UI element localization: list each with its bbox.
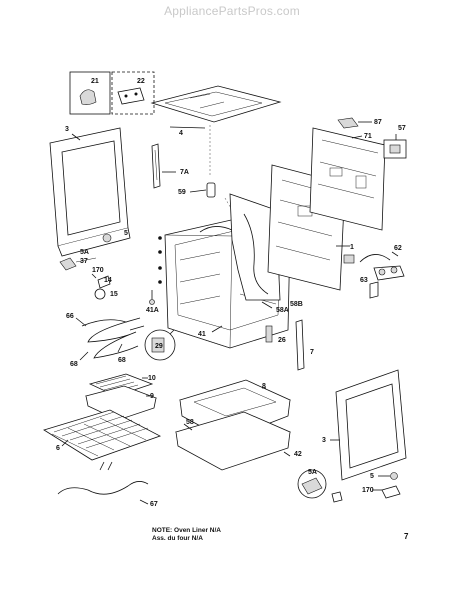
callout-58b: 58B xyxy=(290,301,303,308)
callout-9: 9 xyxy=(150,393,154,400)
callout-87: 87 xyxy=(374,119,382,126)
note-line-2: Ass. du four N/A xyxy=(152,535,203,542)
callout-22: 22 xyxy=(137,78,145,85)
callout-41: 41 xyxy=(198,331,206,338)
callout-5-left: 5 xyxy=(124,230,128,237)
callout-7: 7 xyxy=(310,349,314,356)
part-26[interactable] xyxy=(265,325,273,343)
part-29[interactable] xyxy=(144,329,176,361)
callout-58a: 58A xyxy=(276,307,289,314)
callout-71: 71 xyxy=(364,133,372,140)
callout-7a: 7A xyxy=(180,169,189,176)
callout-6: 6 xyxy=(56,445,60,452)
callout-10: 10 xyxy=(148,375,156,382)
part-broil-pan-10-9[interactable] xyxy=(84,373,158,421)
callout-57: 57 xyxy=(398,125,406,132)
callout-59: 59 xyxy=(178,189,186,196)
part-door-3-left[interactable] xyxy=(49,127,131,257)
callout-42: 42 xyxy=(294,451,302,458)
part-rear-panel-71[interactable] xyxy=(309,127,386,231)
part-hinge-7[interactable] xyxy=(295,319,305,371)
part-hinge-parts-left[interactable] xyxy=(59,233,112,300)
part-oven-rack-6[interactable] xyxy=(43,409,162,461)
part-hinge-parts-right[interactable] xyxy=(297,469,401,503)
callout-5a-left: 5A xyxy=(80,249,89,256)
callout-67: 67 xyxy=(150,501,158,508)
part-bake-element-66[interactable] xyxy=(81,317,145,359)
part-door-3-right[interactable] xyxy=(335,369,407,481)
part-fasteners-41a[interactable] xyxy=(149,236,162,305)
callout-62: 62 xyxy=(394,245,402,252)
note: NOTE: Oven Liner N/A Ass. du four N/A xyxy=(152,527,221,543)
part-box-22[interactable] xyxy=(111,71,155,115)
part-87[interactable] xyxy=(337,117,359,129)
callout-68-right: 68 xyxy=(118,357,126,364)
callout-5a-right: 5A xyxy=(308,469,317,476)
callout-4: 4 xyxy=(179,130,183,137)
part-insulation-58a[interactable] xyxy=(229,193,281,301)
callout-170-right: 170 xyxy=(362,487,374,494)
callout-3-right: 3 xyxy=(322,437,326,444)
part-drawer-58[interactable] xyxy=(174,411,292,471)
callout-15: 15 xyxy=(110,291,118,298)
callout-58: 58 xyxy=(186,419,194,426)
part-element-67[interactable] xyxy=(57,461,149,495)
callout-8: 8 xyxy=(262,383,266,390)
page-number: 7 xyxy=(404,532,409,541)
callout-66: 66 xyxy=(66,313,74,320)
callout-63: 63 xyxy=(360,277,368,284)
callout-5-right: 5 xyxy=(370,473,374,480)
callout-21: 21 xyxy=(91,78,99,85)
callout-170-left: 170 xyxy=(92,267,104,274)
part-top-panel-4[interactable] xyxy=(150,85,282,123)
part-59[interactable] xyxy=(206,182,216,198)
part-57[interactable] xyxy=(383,139,407,159)
callout-3: 3 xyxy=(65,126,69,133)
watermark: AppliancePartsPros.com xyxy=(164,4,300,18)
callout-29: 29 xyxy=(155,343,163,350)
part-hinge-7a[interactable] xyxy=(151,143,161,189)
callout-14: 14 xyxy=(104,277,112,284)
part-box-21[interactable] xyxy=(69,71,111,115)
callout-68-left: 68 xyxy=(70,361,78,368)
note-line-1: NOTE: Oven Liner N/A xyxy=(152,527,221,534)
callout-1: 1 xyxy=(350,244,354,251)
callout-41a: 41A xyxy=(146,307,159,314)
callout-37: 37 xyxy=(80,258,88,265)
part-wiring-62[interactable] xyxy=(343,254,405,299)
callout-26: 26 xyxy=(278,337,286,344)
